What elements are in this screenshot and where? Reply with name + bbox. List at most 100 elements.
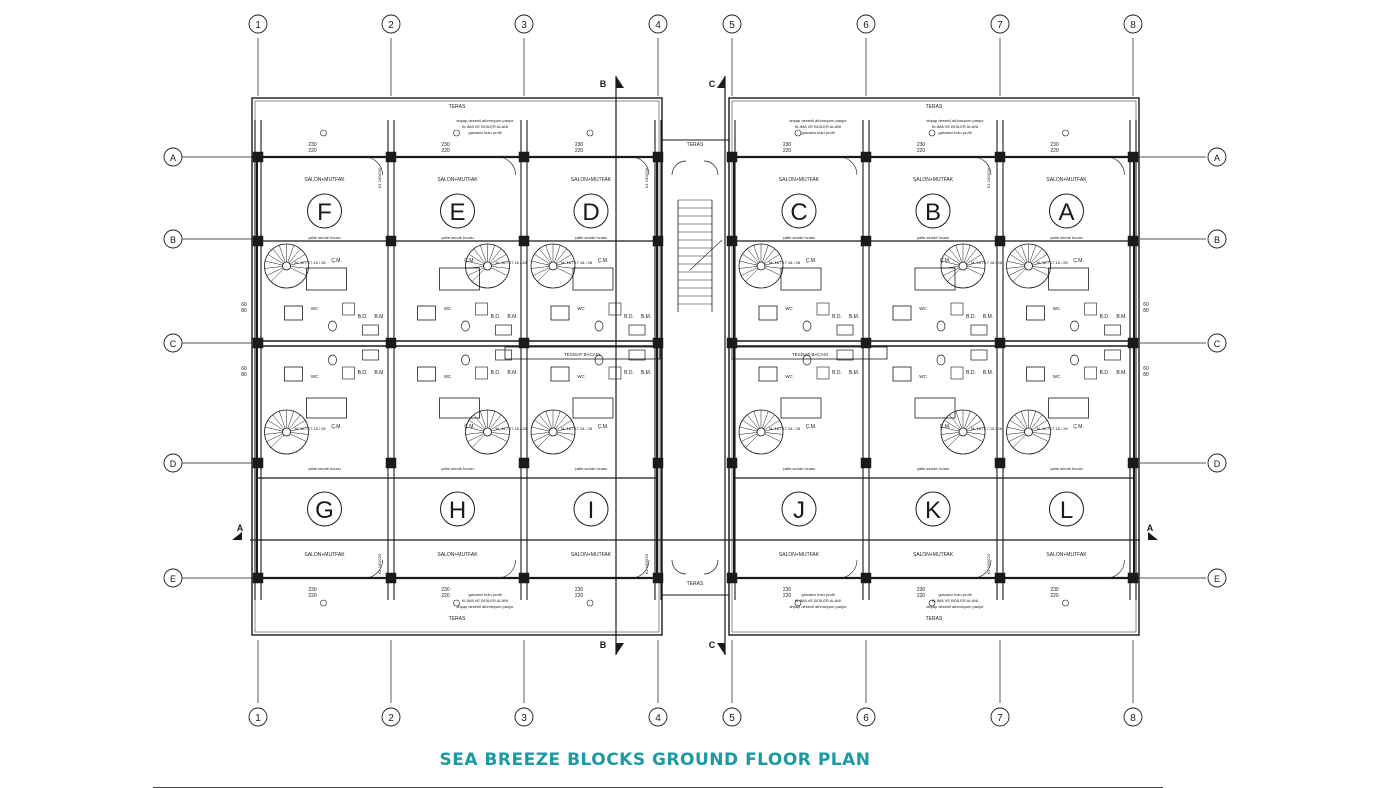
spiral-tread (264, 266, 283, 269)
appliance-label: B.M. (507, 314, 517, 320)
window-dim: 220 (917, 148, 926, 154)
section-arrow (717, 643, 725, 655)
grid-bubble-label: 6 (863, 713, 869, 724)
grid-bubble (381, 707, 401, 727)
spiral-tread (545, 411, 552, 429)
spiral-tread (556, 260, 575, 266)
annotation-note: galvaniz kutu profil (801, 592, 834, 597)
grid-bubble-label: 8 (1130, 713, 1136, 724)
spiral-tread (289, 267, 307, 276)
spiral-stair-core (282, 427, 291, 437)
spiral-tread (534, 420, 550, 431)
ceiling-label: çatte sende fıcıası (441, 466, 473, 471)
window-dim: 220 (575, 593, 584, 599)
stair-label: M. 16 / 17.18 / 28 (769, 260, 801, 265)
spiral-tread (944, 420, 960, 431)
window-dim: 230 (1050, 142, 1059, 148)
spiral-tread (941, 260, 960, 266)
structural-column (994, 151, 1006, 163)
door-tag: K1 160/220 (377, 553, 382, 574)
unit-circle (440, 491, 475, 527)
grid-bubble-label: 5 (729, 20, 735, 31)
room-label-living-kitchen: SALON+MUTFAK (1046, 552, 1087, 558)
spiral-tread (531, 426, 550, 432)
appliance-label: B.M. (374, 314, 384, 320)
side-dim: 60 (241, 302, 247, 308)
grid-bubble-label: D (1214, 459, 1221, 469)
shower-tray (417, 305, 436, 321)
grid-bubble (248, 14, 268, 34)
ceiling-label: çatte sende fıcıası (441, 235, 473, 240)
shower-tray (550, 366, 570, 382)
spiral-tread (1032, 432, 1051, 435)
room-label-living-kitchen: SALON+MUTFAK (1046, 177, 1087, 183)
sink (495, 349, 512, 361)
kitchen-counter (439, 397, 480, 419)
ceiling-label: çatte sende fıcıası (575, 235, 607, 240)
door-swing (703, 160, 719, 176)
spiral-tread (290, 266, 309, 269)
structural-column (994, 457, 1006, 469)
spiral-tread (753, 411, 760, 429)
terrace-label: TERAS (449, 104, 466, 110)
spiral-tread (966, 432, 985, 435)
spiral-tread (289, 420, 306, 431)
spiral-tread (753, 245, 760, 263)
structural-column (860, 337, 872, 349)
spiral-tread (1009, 254, 1026, 265)
sink (970, 349, 988, 361)
unit-circle (781, 193, 817, 229)
appliance-label: B.D. (358, 370, 368, 376)
spiral-stair-core (958, 261, 968, 271)
structural-column (385, 457, 397, 469)
unit-letter: E (449, 199, 465, 226)
spiral-tread (943, 433, 960, 442)
structural-column (1127, 235, 1139, 247)
door-swing (671, 559, 687, 575)
grid-bubble (1123, 14, 1143, 34)
window-dim: 220 (1050, 148, 1059, 154)
room-label-living-kitchen: SALON+MUTFAK (304, 177, 345, 183)
kitchen-counter (914, 267, 956, 291)
spiral-tread (264, 260, 283, 266)
spiral-tread (545, 245, 552, 263)
shower-tray (758, 366, 778, 382)
spiral-tread (1029, 411, 1037, 429)
unit-letter: D (582, 199, 599, 226)
grid-bubble (163, 229, 183, 249)
section-mark-c: C (709, 79, 716, 89)
sink (1104, 349, 1121, 361)
toilet (594, 320, 604, 332)
spiral-tread (278, 411, 286, 429)
unit-circle (915, 491, 951, 527)
stair-label: M. 16 / 17.18 / 28 (1037, 260, 1069, 265)
door-swing (364, 559, 383, 579)
structural-column (252, 151, 264, 163)
door-swing (1106, 156, 1125, 176)
spiral-tread (1020, 245, 1028, 263)
toilet (461, 320, 470, 332)
spiral-tread (1032, 266, 1051, 269)
grid-bubble-label: 6 (863, 20, 869, 31)
spiral-tread (467, 267, 485, 276)
ac-marker (453, 599, 460, 607)
spiral-tread (966, 267, 983, 276)
appliance-box (950, 366, 964, 380)
grid-bubble-label: E (170, 574, 176, 584)
sink (362, 324, 379, 336)
unit-letter: L (1060, 497, 1073, 524)
unit-letter: C (790, 199, 807, 226)
sink (970, 324, 988, 336)
kitchen-counter (439, 267, 480, 291)
appliance-label: Ç.M. (598, 258, 609, 264)
unit-letter: F (317, 199, 332, 226)
appliance-label: Ç.M. (598, 424, 609, 430)
spiral-stair-core (548, 261, 558, 271)
grid-bubble (1207, 147, 1227, 167)
spiral-tread (965, 414, 977, 430)
spiral-tread (556, 432, 575, 435)
structural-column (385, 337, 397, 349)
shaft-label: TESİSAT BACASI (792, 351, 828, 357)
appliance-label: Ç.M. (464, 424, 475, 430)
spiral-tread (1030, 414, 1043, 430)
